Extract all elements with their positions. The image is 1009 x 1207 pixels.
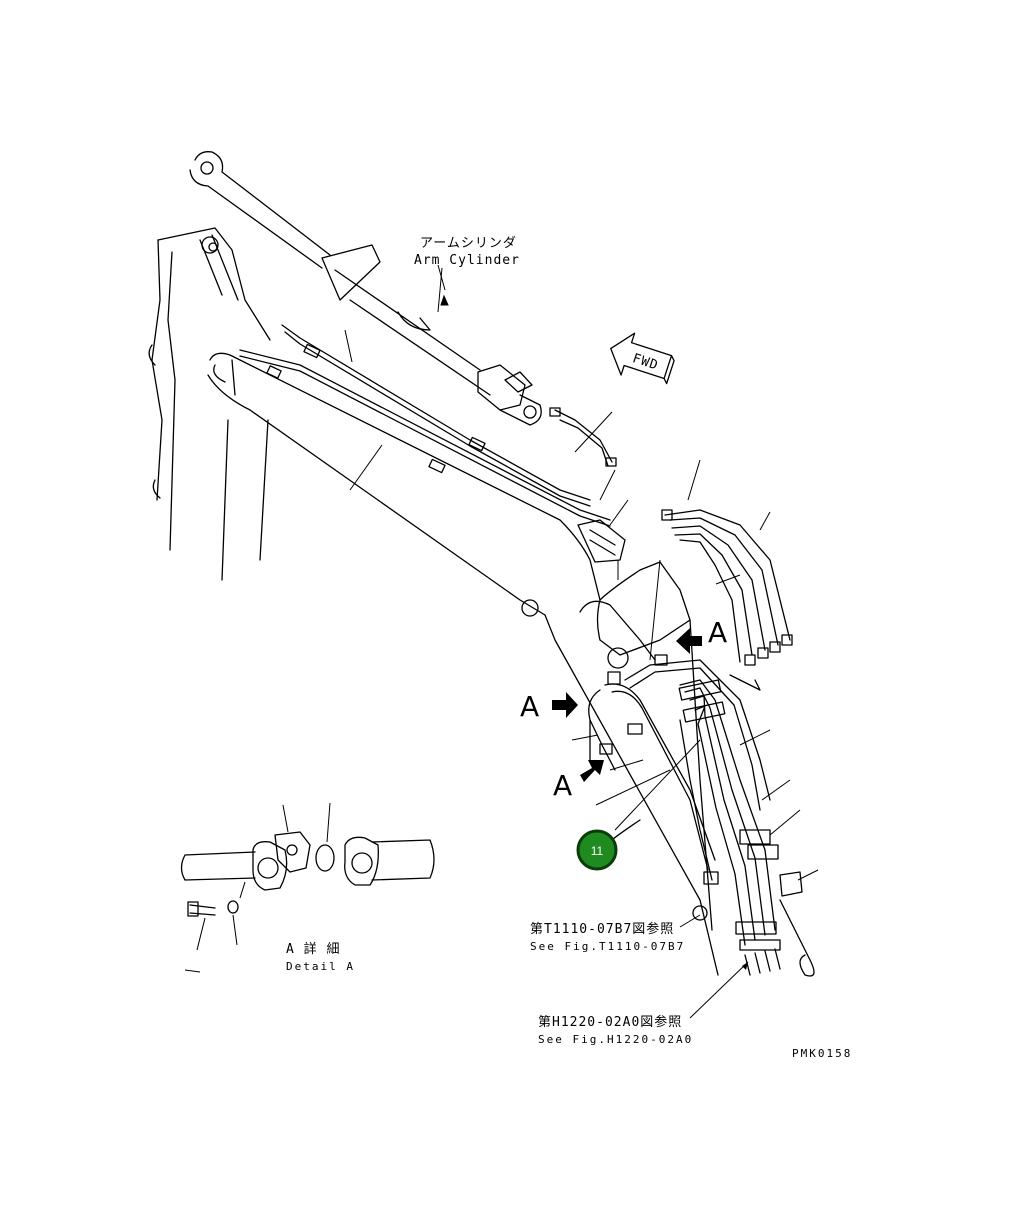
view-a-arrow-3: A <box>676 616 727 654</box>
view-a-arrow-2: A <box>553 760 604 802</box>
loose-hose-small <box>549 407 617 467</box>
reference-t1110-jp: 第T1110-07B7図参照 <box>530 921 674 937</box>
reference-h1220-jp: 第H1220-02A0図参照 <box>538 1014 682 1030</box>
detail-a-assembly <box>180 802 435 973</box>
arm-body <box>207 352 719 976</box>
arm-side-piping <box>571 559 819 977</box>
drawing-code: PMK0158 <box>792 1047 852 1060</box>
arm-cylinder-label-jp: アームシリンダ <box>420 236 517 251</box>
arm-cylinder <box>189 151 542 426</box>
detail-a-label-jp: A 詳 細 <box>286 941 340 957</box>
fwd-label: FWD <box>630 351 660 373</box>
fwd-arrow: FWD <box>610 332 675 385</box>
reference-t1110-en: See Fig.T1110-07B7 <box>530 940 685 953</box>
callout-11-number: 11 <box>591 844 604 858</box>
callout-11[interactable]: 11 <box>576 829 618 871</box>
view-a-label-3: A <box>708 616 727 649</box>
detail-a-label-en: Detail A <box>286 960 355 973</box>
view-a-arrow-1: A <box>520 690 578 723</box>
arm-cylinder-label-en: Arm Cylinder <box>414 253 520 268</box>
boom-structure <box>148 227 271 581</box>
reference-h1220-en: See Fig.H1220-02A0 <box>538 1033 693 1046</box>
view-a-label-1: A <box>520 690 539 723</box>
arm-top-pipe <box>239 324 629 580</box>
view-a-label-2: A <box>553 769 572 802</box>
hose-bundle-upper <box>661 459 793 666</box>
